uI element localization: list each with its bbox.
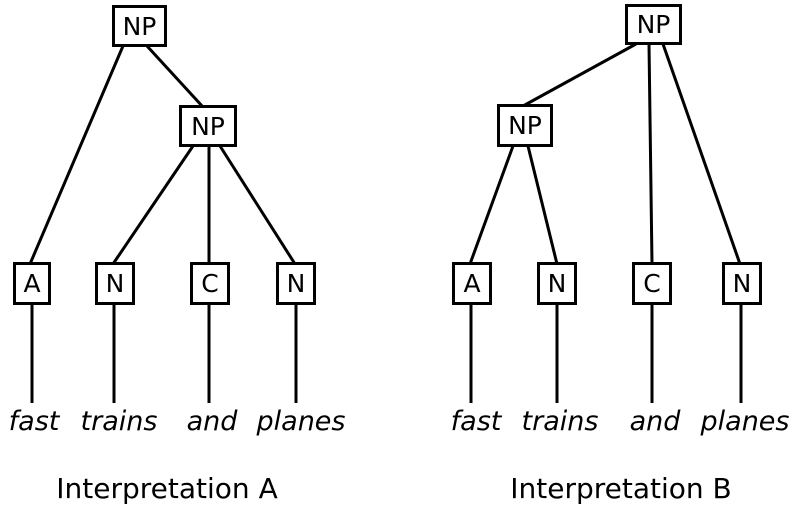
tree-b-caption: Interpretation B — [510, 472, 732, 505]
tree-b-word-and: and — [629, 406, 681, 437]
tree-a-edge-root-to-a — [28, 45, 125, 265]
tree-a-inner-np-box: NP — [179, 105, 237, 147]
tree-a-leaf-n1-box: N — [95, 262, 135, 305]
tree-b-word-fast: fast — [450, 406, 502, 437]
tree-b-edge-root-to-n2 — [661, 43, 742, 265]
tree-a-edge-inner-to-n1 — [111, 145, 195, 265]
tree-a-word-planes: planes — [256, 406, 346, 437]
tree-b-edge-inner-to-n1 — [526, 145, 559, 265]
tree-a-leaf-a-box: A — [13, 262, 51, 305]
tree-b-leaf-c-box: C — [632, 262, 672, 305]
tree-a-word-trains: trains — [80, 406, 158, 437]
tree-a-edge-inner-to-n2 — [218, 145, 297, 265]
tree-a-word-fast: fast — [8, 406, 60, 437]
tree-b-leaf-a-box: A — [452, 262, 492, 305]
tree-b-edge-inner-to-a — [468, 145, 515, 265]
tree-b-edge-root-to-inner — [522, 42, 637, 108]
tree-a-root-np-box: NP — [112, 5, 167, 47]
tree-a-leaf-n2-box: N — [276, 262, 316, 305]
tree-a-leaf-c-box: C — [190, 262, 230, 305]
tree-b-edge-root-to-c — [647, 43, 654, 265]
tree-b-leaf-n1-box: N — [537, 262, 577, 305]
tree-a-caption: Interpretation A — [56, 472, 278, 505]
tree-a-word-and: and — [186, 406, 238, 437]
tree-b-word-planes: planes — [700, 406, 790, 437]
tree-b-inner-np-box: NP — [497, 104, 553, 147]
tree-b-word-trains: trains — [521, 406, 599, 437]
tree-b-root-np-box: NP — [625, 4, 682, 45]
tree-a-edge-root-to-inner — [145, 44, 205, 109]
tree-b-leaf-n2-box: N — [722, 262, 762, 305]
